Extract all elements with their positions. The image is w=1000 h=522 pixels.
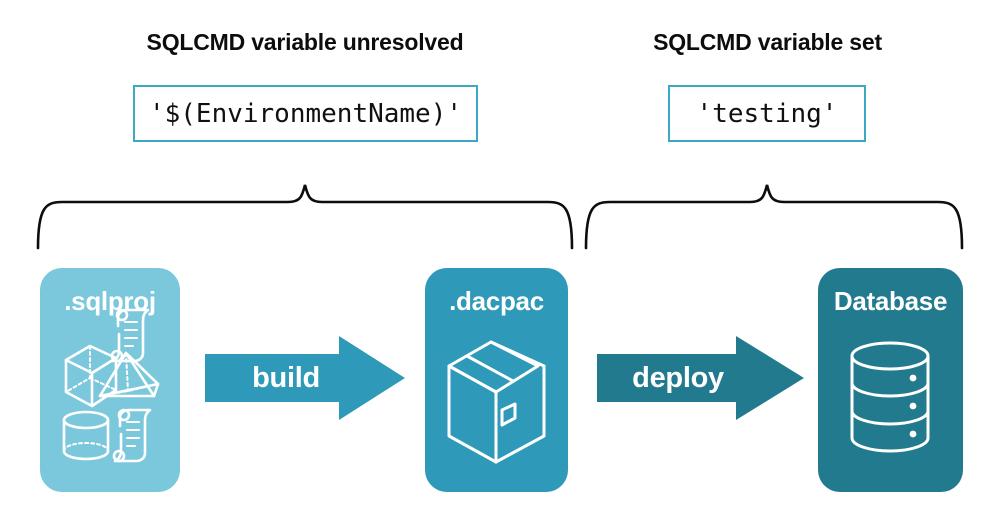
stage-label-database: Database xyxy=(833,286,948,316)
scroll-icon xyxy=(110,308,150,363)
pyramid-icon xyxy=(98,351,160,398)
database-cylinder-icon xyxy=(850,341,930,453)
heading-sqlcmd-variable-set: SQLCMD variable set xyxy=(653,29,882,55)
arrow-deploy-label: deploy xyxy=(632,361,724,394)
cylinder-icon xyxy=(62,410,110,461)
arrow-build-label: build xyxy=(252,361,320,394)
arrow-build-icon xyxy=(205,336,405,420)
brace-group xyxy=(36,184,964,250)
package-box-icon xyxy=(447,340,546,464)
arrow-deploy-icon xyxy=(597,336,804,420)
stage-box-dacpac: .dacpac xyxy=(425,268,568,492)
arrow-build: build xyxy=(205,336,405,420)
brace-unresolved-icon xyxy=(36,184,574,250)
database-artwork xyxy=(850,341,930,453)
arrow-deploy: deploy xyxy=(597,336,804,420)
value-box-environment-name: '$(EnvironmentName)' xyxy=(133,85,478,142)
stage-box-database: Database xyxy=(818,268,963,492)
database-status-dots xyxy=(909,374,917,438)
dacpac-artwork xyxy=(447,340,546,464)
sqlproj-artwork xyxy=(62,308,160,463)
heading-sqlcmd-variable-unresolved: SQLCMD variable unresolved xyxy=(146,29,464,55)
stage-label-dacpac: .dacpac xyxy=(449,286,544,316)
brace-set-icon xyxy=(584,184,964,250)
scroll-icon xyxy=(112,408,152,463)
stage-box-sqlproj: .sqlproj xyxy=(40,268,180,492)
value-box-testing: 'testing' xyxy=(668,85,866,142)
